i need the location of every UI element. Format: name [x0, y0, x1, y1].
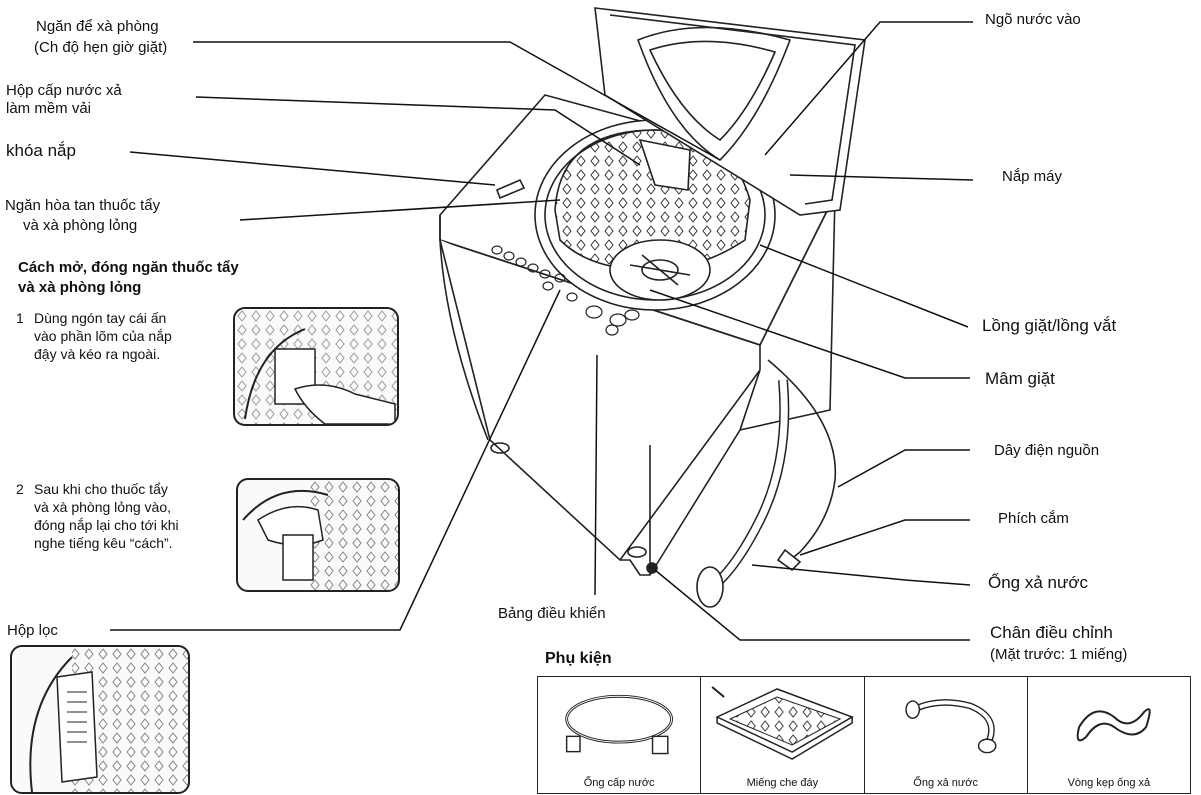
accessory-drain-hose: Ống xả nước	[865, 677, 1028, 793]
instructions-title-line1: Cách mở, đóng ngăn thuốc tẩy	[18, 259, 239, 276]
label-adjustable-foot: Chân điều chỉnh (Mặt trước: 1 miếng)	[990, 622, 1127, 666]
label-top-lid: Nắp máy	[1002, 168, 1063, 185]
label-pulsator: Mâm giặt	[985, 369, 1055, 388]
instruction-step-2: 2 Sau khi cho thuốc tẩy và xà phòng lỏng …	[16, 480, 179, 552]
label-power-cord: Dây điện nguồn	[994, 442, 1100, 459]
accessory-inlet-hose-label: Ống cấp nước	[583, 777, 655, 789]
accessory-bottom-cover: Miếng che đáy	[701, 677, 865, 793]
instructions-title-line2: và xà phòng lỏng	[18, 279, 142, 296]
inlet-hose-icon	[565, 694, 674, 755]
step-2-line2: và xà phòng lỏng vào,	[34, 499, 171, 515]
label-softener-box-line1: Hộp cấp nước xả	[6, 82, 122, 99]
accessory-hose-clamp-label: Vòng kẹp ống xả	[1067, 777, 1151, 789]
accessory-bottom-cover-label: Miếng che đáy	[746, 777, 819, 789]
accessory-hose-clamp: Vòng kẹp ống xả	[1028, 677, 1190, 793]
label-lid-lock: khóa nắp	[6, 141, 76, 160]
label-soap-compartment: Ngăn để xà phòng (Ch độ hẹn giờ giặt)	[34, 16, 168, 58]
leader-lines	[110, 21, 974, 641]
step-1-line1: Dùng ngón tay cái ấn	[34, 310, 167, 326]
label-bleach-compartment-line2: và xà phòng lỏng	[23, 217, 138, 234]
step-1-line3: đậy và kéo ra ngoài.	[34, 346, 161, 362]
label-softener-box: Hộp cấp nước xả làm mềm vải	[6, 82, 122, 118]
label-softener-box-line2: làm mềm vải	[6, 100, 92, 117]
accessories-table: Ống cấp nước Miếng che đáy Ống xả nước V…	[537, 676, 1191, 794]
step-2-illustration	[236, 478, 400, 592]
accessory-drain-hose-label: Ống xả nước	[913, 777, 978, 789]
label-plug: Phích cắm	[998, 510, 1069, 527]
label-soap-compartment-line1: Ngăn để xà phòng	[36, 18, 159, 35]
accessory-inlet-hose: Ống cấp nước	[538, 677, 702, 793]
hose-clamp-icon	[1076, 708, 1151, 742]
label-soap-compartment-line2: (Ch độ hẹn giờ giặt)	[34, 39, 168, 56]
instructions-title: Cách mở, đóng ngăn thuốc tẩy và xà phòng…	[18, 258, 239, 298]
step-2-line4: nghe tiếng kêu “cách”.	[34, 535, 173, 551]
label-filter-box: Hộp lọc	[7, 622, 58, 639]
step-1-number: 1	[16, 310, 24, 326]
instruction-step-1: 1 Dùng ngón tay cái ấn vào phần lõm của n…	[16, 309, 172, 363]
step-2-number: 2	[16, 481, 24, 497]
washing-machine-illustration	[439, 7, 866, 608]
filter-box-illustration	[10, 645, 190, 794]
step-2-line3: đóng nắp lại cho tới khi	[34, 517, 179, 533]
label-adjustable-foot-line2: (Mặt trước: 1 miếng)	[990, 646, 1128, 663]
step-1-illustration	[233, 307, 399, 426]
label-adjustable-foot-line1: Chân điều chỉnh	[990, 623, 1113, 642]
step-1-line2: vào phần lõm của nắp	[34, 328, 172, 344]
label-bleach-compartment: Ngăn hòa tan thuốc tẩy và xà phòng lỏng	[5, 196, 160, 236]
label-drain-hose: Ống xả nước	[988, 573, 1089, 592]
label-water-inlet: Ngõ nước vào	[985, 11, 1081, 28]
drain-hose-icon	[904, 699, 996, 754]
label-control-panel: Bảng điều khiển	[498, 605, 606, 622]
label-bleach-compartment-line1: Ngăn hòa tan thuốc tẩy	[5, 197, 161, 214]
label-drum: Lồng giặt/lồng vắt	[982, 316, 1117, 335]
bottom-cover-icon	[711, 686, 855, 760]
step-2-line1: Sau khi cho thuốc tẩy	[34, 481, 168, 497]
accessories-title: Phụ kiện	[545, 650, 612, 667]
